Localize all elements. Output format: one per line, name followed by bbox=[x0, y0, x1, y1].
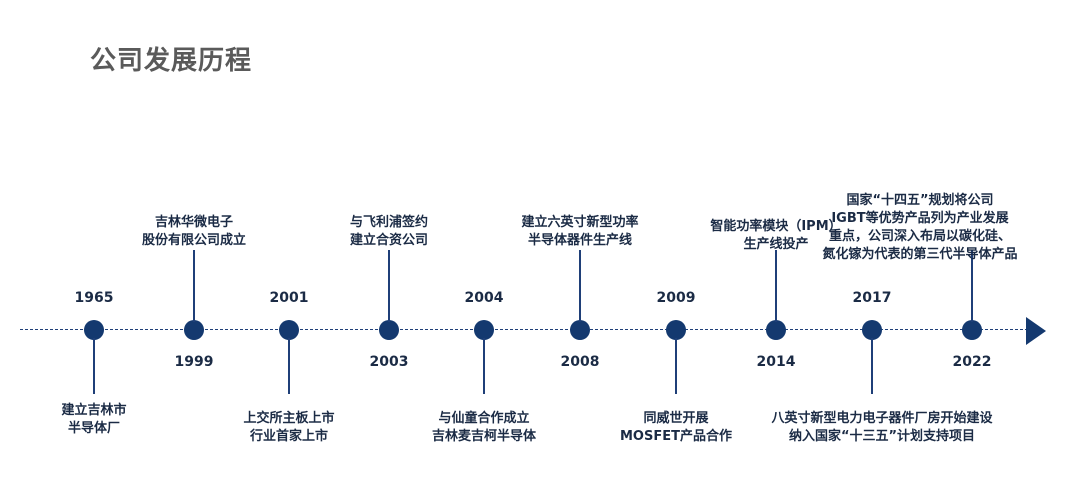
event-description-line: 氮化镓为代表的第三代半导体产品 bbox=[822, 247, 1018, 262]
event-connector bbox=[388, 250, 390, 322]
event-connector bbox=[675, 338, 677, 394]
event-year: 1965 bbox=[74, 290, 114, 306]
event-connector bbox=[775, 250, 777, 322]
event-description-line: 与仙童合作成立 bbox=[438, 411, 530, 426]
event-description-line: 建立六英寸新型功率 bbox=[521, 215, 639, 230]
event-description-line: 吉林麦吉柯半导体 bbox=[431, 429, 536, 444]
event-year: 2009 bbox=[656, 290, 696, 306]
event-description-line: 行业首家上市 bbox=[249, 429, 328, 444]
timeline-dot bbox=[279, 320, 299, 340]
event-description-line: 纳入国家“十三五”计划支持项目 bbox=[788, 429, 976, 444]
event-year: 2008 bbox=[560, 354, 600, 370]
timeline-arrow-icon bbox=[1026, 317, 1046, 345]
event-description-line: 半导体厂 bbox=[67, 421, 120, 436]
event-description-line: 同威世开展 bbox=[643, 411, 709, 426]
event-year: 2017 bbox=[852, 290, 892, 306]
event-description-line: 建立吉林市 bbox=[61, 403, 127, 418]
event-connector bbox=[579, 250, 581, 322]
timeline-dot bbox=[862, 320, 882, 340]
timeline-dot bbox=[379, 320, 399, 340]
event-description-line: 股份有限公司成立 bbox=[141, 233, 246, 248]
timeline-dot bbox=[766, 320, 786, 340]
event-description-line: 国家“十四五”规划将公司 bbox=[846, 193, 994, 208]
page-title: 公司发展历程 bbox=[90, 46, 253, 76]
event-description-line: 上交所主板上市 bbox=[243, 411, 335, 426]
event-description-line: 重点，公司深入布局以碳化硅、 bbox=[828, 229, 1011, 244]
event-year: 2004 bbox=[464, 290, 504, 306]
event-year: 2001 bbox=[269, 290, 309, 306]
event-description-line: 半导体器件生产线 bbox=[527, 233, 632, 248]
event-connector bbox=[483, 338, 485, 394]
event-year: 2003 bbox=[369, 354, 409, 370]
event-description-line: 智能功率模块（IPM） bbox=[710, 219, 842, 234]
timeline-axis bbox=[20, 329, 1028, 330]
timeline-dot bbox=[962, 320, 982, 340]
event-description-line: 建立合资公司 bbox=[349, 233, 428, 248]
event-year: 2014 bbox=[756, 354, 796, 370]
event-description-line: 吉林华微电子 bbox=[154, 215, 233, 230]
event-connector bbox=[971, 250, 973, 322]
event-year: 1999 bbox=[174, 354, 214, 370]
timeline-dot bbox=[84, 320, 104, 340]
event-description-line: 生产线投产 bbox=[743, 237, 809, 252]
timeline-dot bbox=[474, 320, 494, 340]
event-description-line: 八英寸新型电力电子器件厂房开始建设 bbox=[771, 411, 993, 426]
event-connector bbox=[871, 338, 873, 394]
timeline-dot bbox=[570, 320, 590, 340]
event-description-line: 与飞利浦签约 bbox=[349, 215, 428, 230]
event-connector bbox=[93, 338, 95, 394]
event-description-line: MOSFET产品合作 bbox=[620, 429, 732, 444]
event-year: 2022 bbox=[952, 354, 992, 370]
event-description-line: IGBT等优势产品列为产业发展 bbox=[831, 211, 1009, 226]
timeline-dot bbox=[666, 320, 686, 340]
event-connector bbox=[193, 250, 195, 322]
timeline-dot bbox=[184, 320, 204, 340]
event-connector bbox=[288, 338, 290, 394]
